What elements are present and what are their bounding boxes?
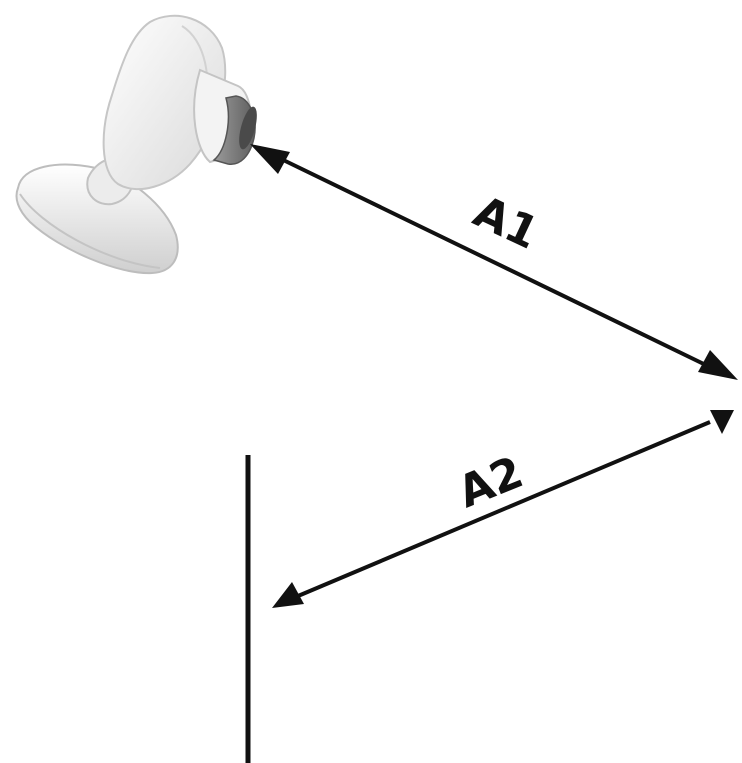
- arrow-a2: [272, 410, 734, 608]
- arrowhead-a1-end: [698, 350, 738, 380]
- label-a1: A1: [466, 186, 546, 260]
- label-a2: A2: [451, 447, 530, 519]
- arrowhead-a2-start: [272, 582, 304, 608]
- arrow-a1: [250, 144, 738, 380]
- arrowhead-a2-end: [710, 410, 734, 434]
- camera-icon: [15, 14, 257, 275]
- arrowhead-a1-start: [250, 144, 290, 174]
